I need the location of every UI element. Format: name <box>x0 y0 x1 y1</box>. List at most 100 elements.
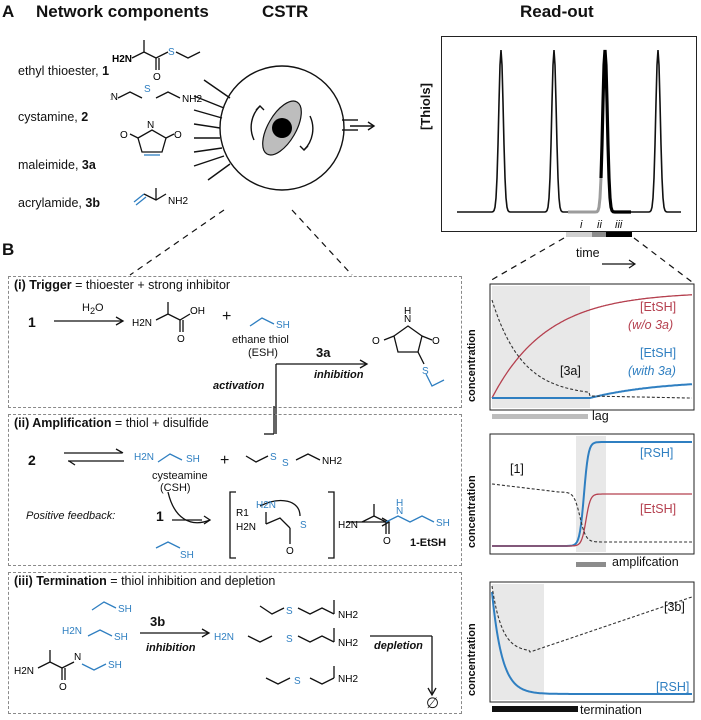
ethane-thiol-structure: SH <box>249 317 290 331</box>
alanine-structure: H2N OH O <box>132 302 205 345</box>
succinimide-adduct-structure: N H O O S <box>372 306 445 387</box>
o-text: O <box>120 130 128 141</box>
termination-thiols-structures: SH H2N SH H2N N SH O <box>14 601 132 693</box>
h-text: H <box>396 498 403 509</box>
legend-rsh-3: [RSH] <box>656 680 690 694</box>
termination-bar <box>492 706 578 712</box>
s-text: S <box>294 676 301 687</box>
reagent-3b-label: 3b <box>150 614 166 629</box>
plot1-ylabel: concentration <box>466 329 478 402</box>
sh-text: SH <box>436 518 450 529</box>
inhibitor-3a-label: 3a <box>316 345 331 360</box>
cysteamine-abbrev: (CSH) <box>160 482 191 494</box>
equilibrium-arrows <box>64 448 124 466</box>
termination-shading <box>492 584 544 700</box>
s-text: S <box>144 84 151 95</box>
lag-bar <box>492 414 588 419</box>
h2n-text: H2N <box>62 626 82 637</box>
s-text: S <box>286 634 293 645</box>
o-text: O <box>383 536 391 547</box>
amplification-plot <box>489 433 695 567</box>
component-ethyl-thioester: ethyl thioester, 1 <box>18 64 110 78</box>
amplification-reactant-2: 2 <box>28 452 36 468</box>
readout-plot-frame <box>441 36 697 232</box>
h2n-text: H2N <box>338 520 358 531</box>
phase-ii: ii <box>597 219 602 231</box>
amplification-title: (ii) Amplification = thiol + disulfide <box>14 416 209 430</box>
trigger-plus: + <box>222 308 232 325</box>
legend-1: [1] <box>510 462 524 476</box>
sh-text: SH <box>108 660 122 671</box>
feedback-mechanism: SH H2N S R1 H2N O <box>155 491 391 561</box>
product-1-etsh-structure: H2N N H SH O <box>338 498 450 547</box>
feedback-reactant-1: 1 <box>156 508 164 524</box>
lag-label: lag <box>592 409 609 423</box>
o-text: O <box>177 334 185 345</box>
nh2-text: NH2 <box>168 196 188 207</box>
mixed-disulfide-structure: S S NH2 <box>245 452 342 469</box>
nh2-text: NH2 <box>338 674 358 685</box>
n-text: N <box>396 506 403 517</box>
concentration-plots <box>489 283 695 712</box>
h2n-text: H2N <box>236 522 256 533</box>
sh-text: SH <box>276 320 290 331</box>
time-label: time <box>576 246 600 260</box>
h2n-text: H2N <box>14 666 34 677</box>
empty-set-symbol: ∅ <box>426 695 440 712</box>
readout-heading: Read-out <box>520 2 594 21</box>
amplification-plus: + <box>220 452 230 469</box>
amplification-panel <box>8 414 462 566</box>
phase-bar <box>566 232 632 237</box>
zoom-guides <box>129 209 353 276</box>
termination-bar-label: termination <box>580 703 642 717</box>
product-1-etsh-label: 1-EtSH <box>410 537 447 549</box>
h2n-text: H2N <box>214 632 234 643</box>
termination-adducts-structures: S NH2 H2N S NH2 S NH2 <box>214 600 358 687</box>
legend-3b: [3b] <box>664 600 685 614</box>
o-text: O <box>372 336 380 347</box>
n-text: N <box>74 652 81 663</box>
depletion-label: depletion <box>374 640 423 652</box>
component-structures: H2N O S H2N S NH2 N O O NH2 <box>110 40 202 207</box>
termination-panel <box>8 572 462 714</box>
s-text: S <box>168 47 175 58</box>
o-text: O <box>59 682 67 693</box>
n-text: N <box>404 314 411 325</box>
nh2-text: NH2 <box>338 610 358 621</box>
readout-ylabel: [Thiols] <box>418 83 433 130</box>
cysteamine-name: cysteamine <box>152 470 208 482</box>
nh2-text: NH2 <box>182 94 202 105</box>
phase-i: i <box>580 219 583 231</box>
legend-rsh-2: [RSH] <box>640 446 674 460</box>
r1-text: R1 <box>236 508 249 519</box>
trigger-title: (i) Trigger = thioester + strong inhibit… <box>14 278 231 292</box>
component-cystamine: cystamine, 2 <box>18 110 89 124</box>
nh2-text: NH2 <box>338 638 358 649</box>
h2n-text: H2N <box>256 500 276 511</box>
network-components-heading: Network components <box>36 2 209 21</box>
inhibition-label-i: inhibition <box>314 369 364 381</box>
s-text: S <box>286 606 293 617</box>
legend-with-3a: (with 3a) <box>628 364 676 378</box>
inhibition-label-iii: inhibition <box>146 642 196 654</box>
panel-b-letter: B <box>2 240 15 259</box>
nh2-text: NH2 <box>322 456 342 467</box>
amplification-bar <box>576 562 606 567</box>
legend-etsh-red: [EtSH] <box>640 300 677 314</box>
component-maleimide: maleimide, 3a <box>18 158 96 172</box>
hydrolysis-arrow <box>54 316 125 326</box>
panel-a-letter: A <box>2 2 15 21</box>
sh-text: SH <box>186 454 200 465</box>
oh-text: OH <box>190 306 205 317</box>
cstr-reactor-diagram <box>193 65 376 191</box>
component-acrylamide: acrylamide, 3b <box>18 196 100 210</box>
h2n-text: H2N <box>112 54 132 65</box>
termination-arrow <box>140 628 211 638</box>
positive-feedback-label: Positive feedback: <box>26 510 116 522</box>
lag-shading <box>492 286 590 408</box>
termination-title: (iii) Termination = thiol inhibition and… <box>14 574 276 588</box>
activation-label: activation <box>213 380 265 392</box>
cstr-heading: CSTR <box>262 2 309 21</box>
h-text: H <box>404 306 411 317</box>
s-text: S <box>300 520 307 531</box>
